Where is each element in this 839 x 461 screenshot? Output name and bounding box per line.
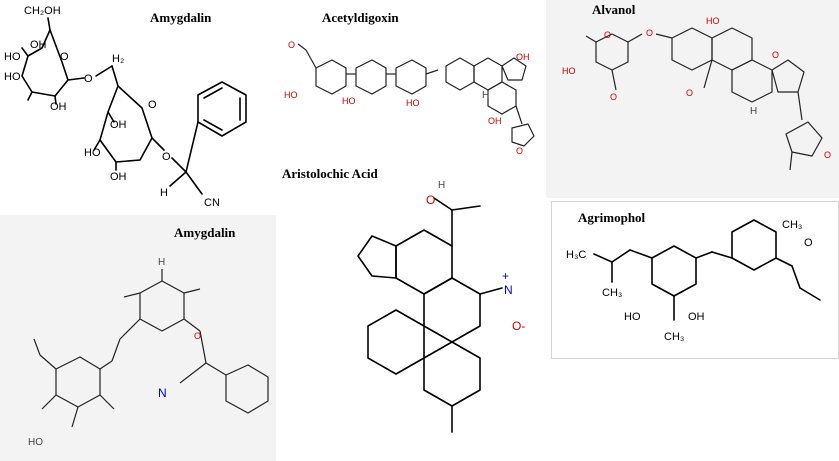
atom-ho: HO [624,311,641,323]
amygdalin-bottom-panel: Amygdalin O N H HO [0,215,276,461]
acetyldigoxin-title: Acetyldigoxin [322,10,399,25]
atom-n: N [504,283,513,297]
alvanol-panel: Alvanol O O HO HO O O O O H [546,0,839,198]
atom-oh-a: OH [516,52,530,62]
atom-ho3: HO [84,147,101,159]
atom-plus: + [502,269,509,283]
atom-ho-b: HO [342,96,356,106]
atom-o: O [804,237,813,249]
atom-o-link: O [84,73,93,85]
atom-ho1: HO [4,51,21,63]
atom-o-b: O [516,146,523,156]
atom-h: H [482,90,489,101]
atom-o-ring1: O [60,51,69,63]
atom-o-methoxy: O [610,92,617,102]
atom-oh-b: OH [488,116,502,126]
atom-h3c: H₃C [566,249,586,261]
amygdalin-bottom-structure: O N H HO [28,257,269,448]
aristolochic-structure: H O N + O- [357,180,525,433]
atom-oh2: OH [50,101,67,113]
atom-ho: HO [562,66,576,76]
atom-h2: H₂ [112,53,124,65]
atom-oh4: OH [110,171,127,183]
acetyldigoxin-structure: O HO HO HO OH OH O H [284,40,535,156]
atom-h: H [158,257,165,268]
atom-o-ring: O [604,30,611,40]
atom-ch3-b: CH₃ [602,287,622,299]
atom-o: O [194,331,201,341]
atom-ho-a: HO [284,90,298,100]
atom-oh: OH [688,311,705,323]
atom-o: O [426,193,435,207]
atom-o-lac: O [824,150,831,160]
atom-o-keto: O [772,50,779,60]
atom-cn: CN [204,197,220,209]
atom-o-ring2: O [148,99,157,111]
agrimophol-title: Agrimophol [578,210,646,225]
atom-oh3: OH [110,119,127,131]
amygdalin-top-title: Amygdalin [150,10,212,25]
atom-n: N [158,386,167,400]
aristolochic-panel: Aristolochic Acid H O N + O- [276,160,546,461]
alvanol-title: Alvanol [592,2,636,17]
alvanol-structure: O O HO HO O O O O H [562,16,831,171]
atom-oh1: OH [30,39,47,51]
atom-o-ald: O [686,88,693,98]
acetyldigoxin-panel: Acetyldigoxin O HO HO HO OH OH O H [276,0,546,160]
atom-ho2: HO [4,71,21,83]
atom-o-a: O [288,40,295,50]
amygdalin-top-panel: Amygdalin CH₂OH OH O HO HO OH O H₂ O [0,0,276,215]
atom-ho2: HO [706,16,720,26]
atom-me: CH₃ [664,331,684,343]
atom-o-minus: O- [512,319,525,333]
amygdalin-bottom-title: Amygdalin [174,225,236,240]
atom-ch3: CH₃ [782,219,802,231]
atom-o-link: O [646,28,653,38]
amygdalin-top-structure: CH₂OH OH O HO HO OH O H₂ O OH HO OH O H … [4,5,247,209]
atom-h: H [160,187,168,199]
aristolochic-title: Aristolochic Acid [282,166,378,181]
atom-ch2oh: CH₂OH [24,5,61,17]
atom-h: H [438,180,445,191]
atom-ho: HO [28,437,43,448]
agrimophol-structure: H₃C CH₃ HO OH CH₃ O CH₃ [566,219,821,343]
agrimophol-panel: Agrimophol H₃C CH₃ HO OH CH₃ O CH₃ [551,201,839,359]
atom-o2: O [162,151,171,163]
atom-ho-c: HO [406,98,420,108]
atom-h: H [750,106,757,117]
